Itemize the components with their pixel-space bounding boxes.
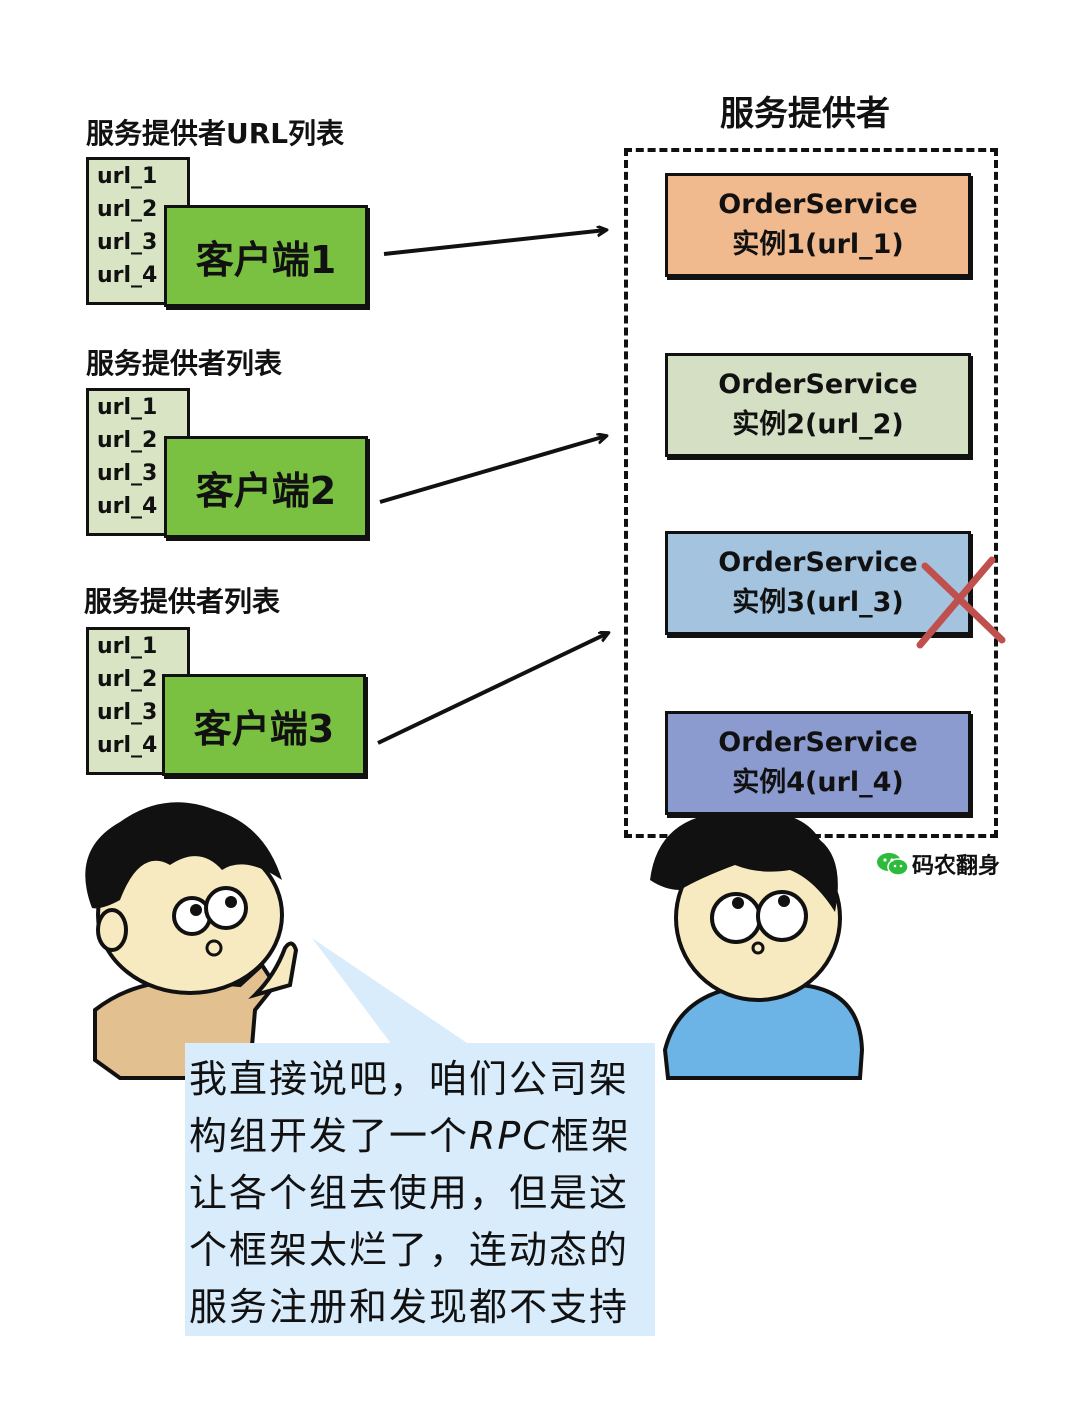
url-item: url_1 xyxy=(97,634,158,659)
client-2-box: 客户端2 xyxy=(164,436,368,538)
client-1-list-title: 服务提供者URL列表 xyxy=(86,117,345,150)
service-instance-1: OrderService 实例1(url_1) xyxy=(665,173,971,277)
url-item: url_4 xyxy=(97,263,158,288)
service-instance-label: 实例3(url_3) xyxy=(732,587,904,618)
bubble-text: 服务注册和发现都不支持 xyxy=(189,1285,630,1329)
client-3-list-title: 服务提供者列表 xyxy=(84,585,281,618)
watermark: 码农翻身 xyxy=(876,848,1000,880)
service-instance-4: OrderService 实例4(url_4) xyxy=(665,711,971,815)
url-item: url_2 xyxy=(97,428,158,453)
url-item: url_1 xyxy=(97,164,158,189)
service-name: OrderService xyxy=(718,727,918,758)
bubble-line-2: 构组开发了一个RPC框架 xyxy=(189,1108,651,1165)
bubble-text: 构组开发了一个 xyxy=(189,1114,470,1158)
bubble-line-4: 个框架太烂了，连动态的 xyxy=(189,1222,651,1279)
wechat-icon xyxy=(877,853,909,876)
brand-name: 码农翻身 xyxy=(912,854,1001,879)
bubble-text-rpc: RPC xyxy=(469,1114,551,1158)
provider-group-container xyxy=(624,148,998,838)
speech-bubble: 我直接说吧，咱们公司架 构组开发了一个RPC框架 让各个组去使用，但是这 个框架… xyxy=(185,1043,655,1336)
bubble-text: 我直接说吧，咱们公司架 xyxy=(189,1057,630,1101)
service-instance-label: 实例2(url_2) xyxy=(732,409,904,440)
service-instance-label: 实例4(url_4) xyxy=(732,767,904,798)
bubble-text: 个框架太烂了，连动态的 xyxy=(189,1228,630,1272)
service-instance-2: OrderService 实例2(url_2) xyxy=(665,353,971,457)
url-item: url_2 xyxy=(97,667,158,692)
url-item: url_3 xyxy=(97,461,158,486)
speech-bubble-tail xyxy=(312,938,470,1045)
url-item: url_4 xyxy=(97,494,158,519)
bubble-text: 让各个组去使用，但是这 xyxy=(189,1171,630,1215)
bubble-line-1: 我直接说吧，咱们公司架 xyxy=(189,1051,651,1108)
client-1-box: 客户端1 xyxy=(164,205,368,307)
client-3-box: 客户端3 xyxy=(162,674,366,776)
url-item: url_2 xyxy=(97,197,158,222)
url-item: url_3 xyxy=(97,700,158,725)
url-item: url_4 xyxy=(97,733,158,758)
service-name: OrderService xyxy=(718,547,918,578)
bubble-line-5: 服务注册和发现都不支持 xyxy=(189,1279,651,1336)
service-name: OrderService xyxy=(718,369,918,400)
bubble-text: 框架 xyxy=(550,1114,631,1158)
provider-group-title: 服务提供者 xyxy=(720,94,890,134)
client-2-list-title: 服务提供者列表 xyxy=(86,347,283,380)
bubble-line-3: 让各个组去使用，但是这 xyxy=(189,1165,651,1222)
arrow-client1-to-service1 xyxy=(383,230,606,256)
service-instance-label: 实例1(url_1) xyxy=(732,229,904,260)
arrow-client3-to-service3 xyxy=(377,633,608,745)
url-item: url_1 xyxy=(97,395,158,420)
service-name: OrderService xyxy=(718,189,918,220)
url-item: url_3 xyxy=(97,230,158,255)
service-instance-3: OrderService 实例3(url_3) xyxy=(665,531,971,635)
arrow-client2-to-service2 xyxy=(379,436,606,504)
